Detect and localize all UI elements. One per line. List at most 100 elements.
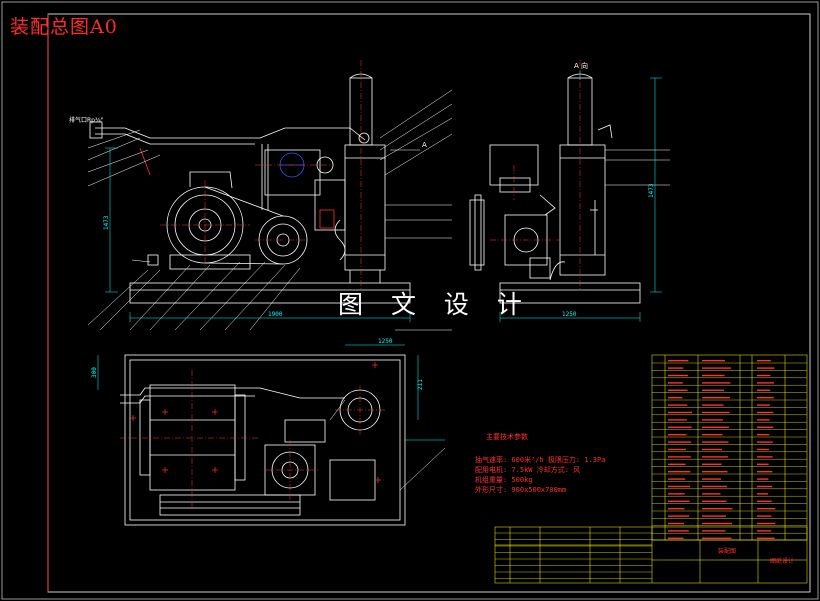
- parts-row-text-stroke: [668, 448, 686, 451]
- parts-row-text-stroke: [702, 397, 730, 399]
- parts-row-text-stroke: [668, 478, 686, 480]
- side-view-centerlines: [490, 60, 581, 290]
- parts-row-text-stroke: [757, 456, 773, 458]
- title-block-rows: [495, 532, 652, 579]
- side-view-dimensions: [499, 70, 662, 322]
- parts-row-text-stroke: [668, 471, 691, 473]
- view-labels: A 向 A 排气口Rp¾": [69, 61, 588, 149]
- parts-row-text-stroke: [668, 537, 684, 539]
- parts-row-text-stroke: [757, 360, 771, 362]
- parts-row-text-stroke: [668, 360, 689, 362]
- parts-row-text-stroke: [757, 471, 773, 473]
- parts-row-text-stroke: [757, 434, 770, 436]
- front-view-leaders: [87, 89, 453, 331]
- parts-row-text-stroke: [757, 478, 769, 480]
- parts-row-text-stroke: [702, 441, 729, 443]
- parts-row-text-stroke: [757, 441, 773, 443]
- parts-row-text-stroke: [702, 522, 732, 525]
- parts-row-text-stroke: [757, 374, 771, 377]
- parts-row-text-stroke: [668, 389, 688, 391]
- spec-line: 外形尺寸: 900x500x700mm: [475, 486, 567, 494]
- title-block-drawing-name: 装配图: [718, 547, 736, 555]
- parts-row-text-stroke: [757, 404, 770, 406]
- parts-row-text-stroke: [668, 463, 686, 465]
- parts-row-text-stroke: [702, 478, 721, 480]
- dim-height-main: 1473: [103, 215, 110, 230]
- parts-row-text-stroke: [668, 382, 683, 384]
- parts-list-marks: [668, 360, 776, 539]
- parts-row-text-stroke: [702, 448, 722, 451]
- title-block: [494, 526, 808, 584]
- parts-row-text-stroke: [702, 374, 725, 377]
- watermark-banner: 图 文 设 计: [338, 290, 532, 319]
- parts-row-text-stroke: [702, 382, 731, 384]
- parts-row-text-stroke: [702, 426, 729, 428]
- parts-row-text-stroke: [757, 522, 775, 525]
- parts-list-rows: [652, 362, 807, 534]
- parts-row-text-stroke: [757, 397, 774, 399]
- parts-row-text-stroke: [668, 411, 692, 414]
- parts-list-table: [651, 354, 808, 541]
- parts-row-text-stroke: [702, 471, 728, 473]
- front-view: [89, 73, 411, 304]
- parts-row-text-stroke: [668, 508, 685, 510]
- plan-view-markers: [130, 362, 381, 483]
- title-block-company: 图纸设计: [770, 557, 794, 565]
- parts-row-text-stroke: [702, 360, 725, 362]
- side-view-leaders: [390, 149, 670, 186]
- parts-row-text-stroke: [757, 367, 775, 369]
- parts-row-text-stroke: [757, 419, 770, 421]
- parts-row-text-stroke: [702, 530, 726, 532]
- dim-top-plan-width: 1250: [378, 338, 393, 345]
- spec-line: 抽气速率: 600米³/h 极限压力: 1.3Pa: [475, 456, 606, 464]
- parts-row-text-stroke: [757, 426, 774, 428]
- parts-row-text-stroke: [668, 404, 688, 406]
- parts-row-text-stroke: [668, 419, 687, 421]
- parts-row-text-stroke: [668, 441, 692, 443]
- parts-row-text-stroke: [702, 508, 733, 510]
- parts-row-text-stroke: [702, 389, 724, 391]
- parts-row-text-stroke: [668, 397, 683, 399]
- parts-row-text-stroke: [702, 493, 721, 495]
- spec-line: 机组重量: 500kg: [475, 476, 533, 484]
- dim-right-plan: 211: [417, 379, 424, 390]
- parts-row-text-stroke: [702, 463, 722, 465]
- parts-row-text-stroke: [757, 411, 774, 414]
- parts-row-text-stroke: [702, 456, 728, 458]
- parts-row-text-stroke: [757, 515, 772, 517]
- dim-side-base: 1250: [562, 311, 577, 318]
- arrow-label-a: A: [422, 141, 427, 149]
- parts-row-text-stroke: [668, 434, 687, 436]
- parts-row-text-stroke: [757, 448, 769, 451]
- parts-row-text-stroke: [668, 500, 690, 502]
- parts-row-text-stroke: [757, 493, 769, 495]
- parts-row-text-stroke: [757, 382, 775, 384]
- parts-row-text-stroke: [757, 508, 776, 510]
- parts-row-text-stroke: [702, 515, 726, 517]
- parts-row-text-stroke: [702, 434, 723, 436]
- plan-view-centerlines: [120, 370, 385, 510]
- plan-view: [120, 354, 406, 526]
- parts-row-text-stroke: [668, 485, 690, 488]
- parts-row-text-stroke: [702, 537, 732, 539]
- parts-row-text-stroke: [668, 456, 691, 458]
- spec-heading: 主要技术参数: [486, 433, 528, 441]
- side-view: [469, 73, 641, 304]
- view-label-a: A 向: [574, 61, 588, 70]
- parts-row-text-stroke: [702, 419, 723, 421]
- exhaust-pipe-label: 排气口Rp¾": [69, 116, 104, 124]
- parts-row-text-stroke: [668, 515, 690, 517]
- parts-row-text-stroke: [702, 367, 731, 369]
- plan-view-leaders: [329, 399, 446, 491]
- front-view-dimensions: [105, 147, 411, 322]
- parts-row-text-stroke: [757, 389, 771, 391]
- parts-row-text-stroke: [668, 426, 692, 428]
- parts-row-text-stroke: [668, 530, 689, 532]
- parts-row-text-stroke: [668, 374, 688, 377]
- parts-row-text-stroke: [702, 411, 730, 414]
- parts-row-text-stroke: [757, 530, 772, 532]
- parts-row-text-stroke: [668, 493, 685, 495]
- dim-base-length: 1900: [268, 311, 283, 318]
